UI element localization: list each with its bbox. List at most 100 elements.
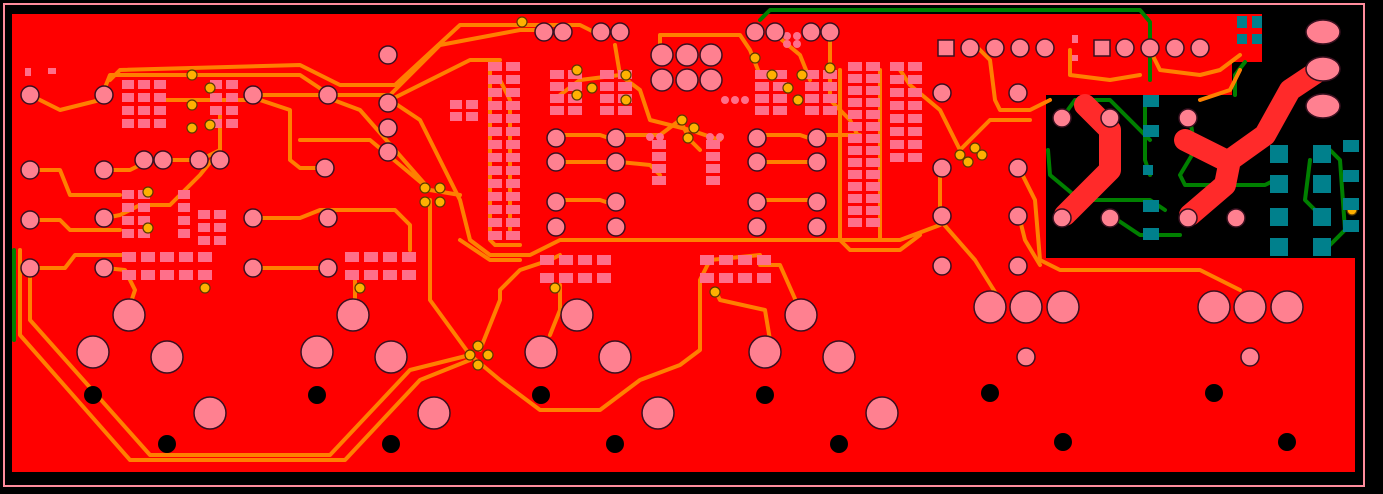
smd-pad xyxy=(866,98,880,107)
smd-pad xyxy=(890,101,904,110)
via xyxy=(749,52,761,64)
smd-pad xyxy=(122,190,134,199)
drill-hole xyxy=(382,435,400,453)
smd-pad xyxy=(652,164,666,173)
smd-pad xyxy=(122,106,134,115)
via xyxy=(204,119,216,131)
through-hole-pad xyxy=(675,68,699,92)
large-pad xyxy=(76,335,110,369)
via xyxy=(688,122,700,134)
through-hole-pad xyxy=(807,152,827,172)
smd-pad xyxy=(506,101,520,110)
bottom-layer-pads xyxy=(1143,16,1359,256)
large-pad xyxy=(417,396,451,430)
large-pad xyxy=(374,340,408,374)
smd-pad xyxy=(848,182,862,191)
through-hole-pad xyxy=(1100,108,1120,128)
smd-pad xyxy=(578,273,592,283)
through-hole-pad xyxy=(801,22,821,42)
smd-pad xyxy=(866,122,880,131)
smd-pad xyxy=(488,153,502,162)
smd-pad xyxy=(402,252,416,262)
smd-pad xyxy=(550,70,564,79)
smd-pad xyxy=(805,106,819,115)
square-pad xyxy=(1093,39,1111,57)
smd-pad xyxy=(506,205,520,214)
drill-hole xyxy=(830,435,848,453)
through-hole-pad xyxy=(932,83,952,103)
smd-pad xyxy=(214,223,226,232)
through-hole-pad xyxy=(210,150,230,170)
smd-pad xyxy=(198,223,210,232)
smd-pad xyxy=(848,170,862,179)
through-hole-pad xyxy=(765,22,785,42)
through-hole-pad xyxy=(1008,206,1028,226)
smd-pad xyxy=(226,106,238,115)
smd-pad xyxy=(848,206,862,215)
through-hole-pad xyxy=(546,152,566,172)
vias xyxy=(142,16,1358,371)
smd-pad xyxy=(488,231,502,240)
smd-pad xyxy=(866,158,880,167)
smd-pad xyxy=(210,93,222,102)
smd-pad xyxy=(122,270,136,280)
smd-pad xyxy=(866,206,880,215)
via xyxy=(516,16,528,28)
smd-pad xyxy=(138,93,150,102)
through-hole-pad xyxy=(1240,347,1260,367)
through-hole-pad xyxy=(1190,38,1210,58)
smd-pad xyxy=(706,164,720,173)
smd-pad xyxy=(345,270,359,280)
smd-pad xyxy=(866,62,880,71)
smd-pad xyxy=(823,106,837,115)
large-pad xyxy=(1046,290,1080,324)
through-hole-pad xyxy=(747,128,767,148)
smd-pad xyxy=(214,236,226,245)
smd-pad xyxy=(179,252,193,262)
via-pad xyxy=(721,96,729,104)
through-hole-pad xyxy=(546,128,566,148)
through-hole-pad xyxy=(243,258,263,278)
large-pad xyxy=(748,335,782,369)
smd-pad xyxy=(488,114,502,123)
smd-pad xyxy=(226,80,238,89)
via xyxy=(571,64,583,76)
via xyxy=(782,82,794,94)
via xyxy=(954,149,966,161)
smd-pad xyxy=(755,94,769,103)
through-hole-pad xyxy=(820,22,840,42)
smd-pad xyxy=(706,176,720,185)
large-pad xyxy=(1270,290,1304,324)
via xyxy=(142,186,154,198)
smd-pad xyxy=(178,216,190,225)
smd-pad xyxy=(890,88,904,97)
via xyxy=(620,94,632,106)
large-pad xyxy=(784,298,818,332)
smd-pad xyxy=(488,127,502,136)
smd-pad xyxy=(450,100,462,109)
smd-pad xyxy=(488,140,502,149)
smd-pad xyxy=(466,100,478,109)
large-pad xyxy=(1197,290,1231,324)
bottom-pad xyxy=(1252,16,1262,28)
smd-pad xyxy=(908,140,922,149)
via xyxy=(482,349,494,361)
smd-pad xyxy=(755,82,769,91)
smd-pad xyxy=(597,273,611,283)
through-hole-pad xyxy=(610,22,630,42)
through-hole-pad xyxy=(534,22,554,42)
smd-pad xyxy=(848,134,862,143)
smd-pad xyxy=(488,62,502,71)
through-hole-pad xyxy=(378,93,398,113)
bottom-pad xyxy=(1343,170,1359,182)
smd-pad xyxy=(908,101,922,110)
smd-pad xyxy=(719,255,733,265)
smd-pad xyxy=(48,68,56,74)
bottom-pad xyxy=(1237,34,1247,44)
drill-hole xyxy=(1054,433,1072,451)
smd-pad xyxy=(773,94,787,103)
via xyxy=(796,69,808,81)
smd-pad xyxy=(506,231,520,240)
smd-pad xyxy=(738,255,752,265)
smd-pad xyxy=(198,210,210,219)
